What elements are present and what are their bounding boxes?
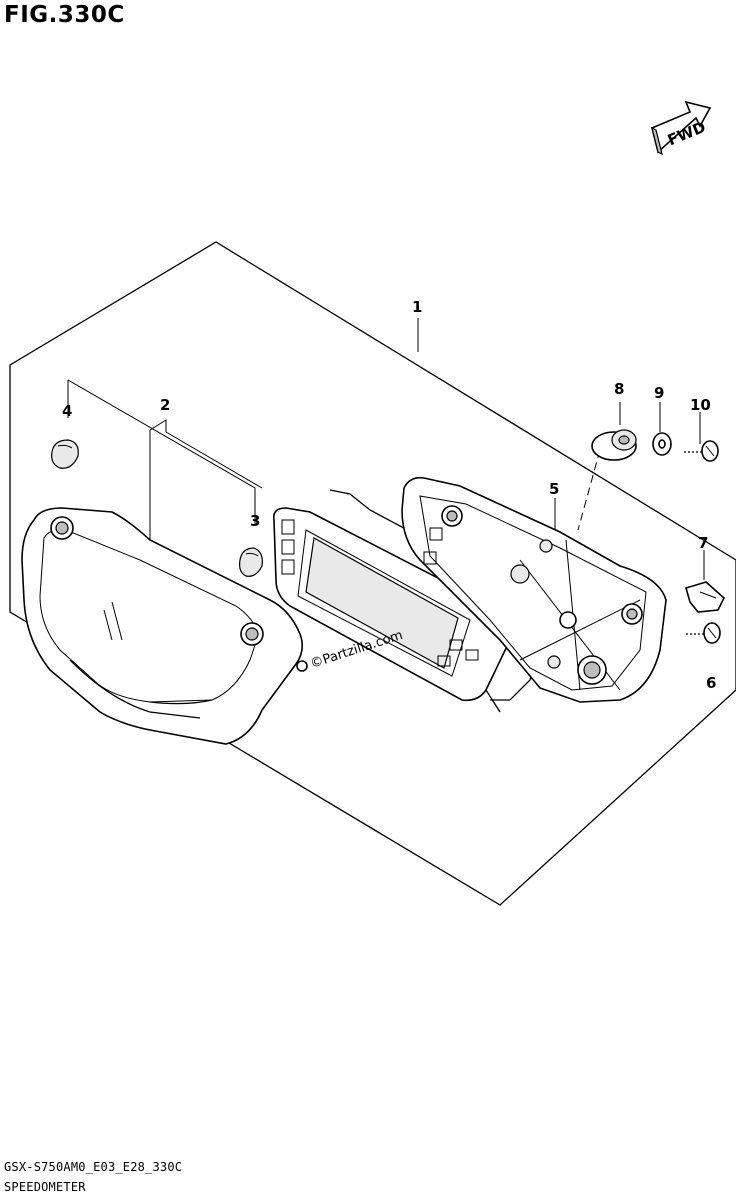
part-7-clip-nut: [685, 581, 725, 613]
part-5-lower-case: [401, 476, 667, 703]
part-4-grommet: [51, 439, 79, 469]
part-3-grommet: [239, 547, 263, 577]
callout-4: 4: [62, 402, 72, 420]
leader-lines: [67, 318, 705, 580]
fwd-arrow-icon: FWD: [651, 100, 712, 156]
callout-3: 3: [250, 512, 260, 530]
diagram-name: SPEEDOMETER: [4, 1180, 86, 1194]
part-8-rubber-mount: [591, 429, 637, 461]
callout-9: 9: [654, 384, 664, 402]
callout-8: 8: [614, 380, 624, 398]
callout-2: 2: [160, 396, 170, 414]
callout-7: 7: [698, 534, 708, 552]
callout-5: 5: [549, 480, 559, 498]
part-9-washer: [652, 432, 672, 456]
part-6-screw: [686, 622, 721, 644]
callout-1: 1: [412, 298, 422, 316]
part-2-meter-cover: [21, 507, 308, 745]
figure-title: FIG.330C: [4, 2, 125, 28]
callout-10: 10: [690, 396, 711, 414]
part-10-screw: [684, 440, 719, 462]
callout-6: 6: [706, 674, 716, 692]
assembly-outline: [9, 241, 736, 906]
diagram-code: GSX-S750AM0_E03_E28_330C: [4, 1160, 183, 1174]
